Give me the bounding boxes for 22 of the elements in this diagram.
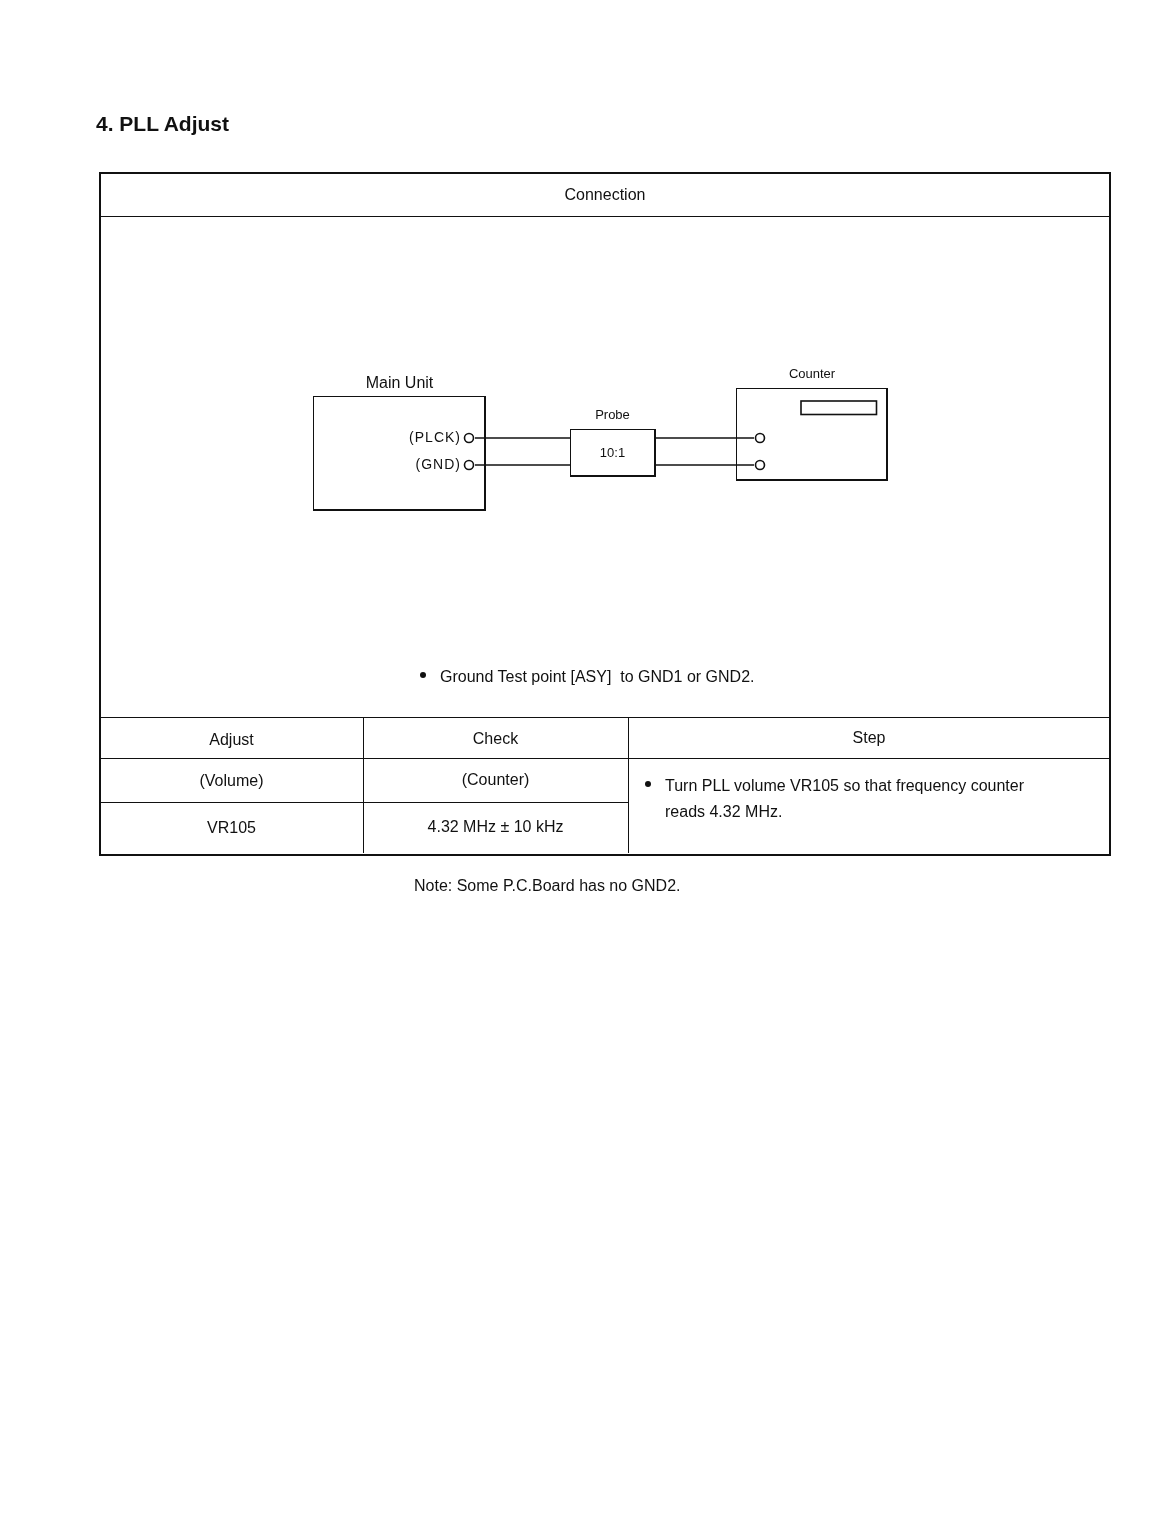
note-text: Note: Some P.C.Board has no GND2.	[414, 877, 681, 895]
unit-label: Probe	[595, 407, 630, 422]
table-cell: (Counter)	[461, 771, 530, 789]
table-cell: 4.32 MHz ± 10 kHz	[427, 818, 564, 836]
section-title: 4. PLL Adjust	[96, 112, 229, 136]
unit-label: Counter	[788, 366, 836, 381]
table-cell: (Volume)	[199, 772, 264, 790]
header-cell: Check	[472, 730, 519, 748]
wire	[655, 437, 755, 439]
wire	[474, 464, 571, 466]
note-text: Ground Test point [ASY] to GND1 or GND2.	[440, 667, 755, 687]
header-cell: Connection	[564, 186, 646, 204]
wire	[474, 437, 571, 439]
table-cell: VR105	[207, 819, 256, 837]
ratio-label: 10:1	[599, 445, 626, 460]
wire	[655, 464, 755, 466]
terminal-label: (GND)	[415, 456, 461, 472]
header-cell: Adjust	[209, 731, 254, 749]
unit-label: Main Unit	[365, 374, 434, 391]
terminal-label: (PLCK)	[409, 429, 461, 445]
header-cell: Step	[852, 729, 886, 747]
step-text: Turn PLL volume VR105 so that frequency counter reads 4.32 MHz.	[665, 776, 1025, 822]
